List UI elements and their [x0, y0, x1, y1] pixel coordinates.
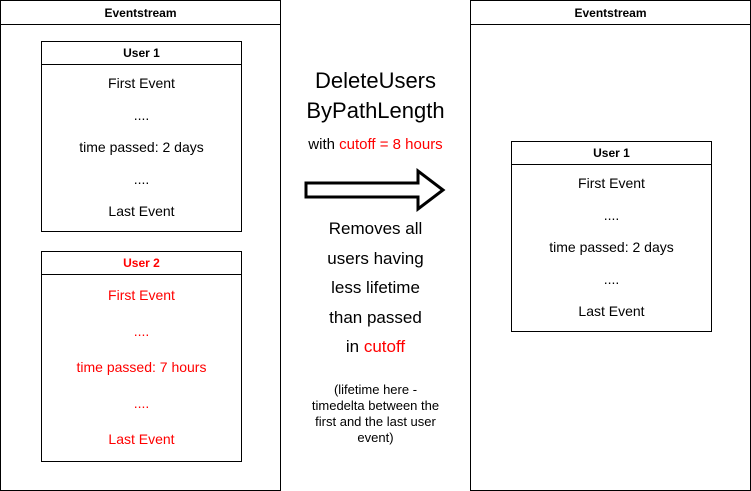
- left-user-2-card: User 2 First Event .... time passed: 7 h…: [41, 251, 242, 462]
- left-user-2-last-event: Last Event: [108, 431, 175, 447]
- description-last-prefix: in: [345, 337, 364, 356]
- note-line-4: event): [357, 430, 394, 445]
- cutoff-prefix: with: [308, 136, 340, 153]
- description-line-5: in cutoff: [281, 332, 470, 362]
- left-user-2-title: User 2: [42, 252, 241, 275]
- right-user-1-title: User 1: [512, 142, 711, 165]
- right-user-1-ellipsis-1: ....: [603, 207, 620, 223]
- left-user-1-ellipsis-1: ....: [133, 107, 150, 123]
- note-line-1: (lifetime here -: [333, 382, 418, 397]
- description-line-1: Removes all: [328, 219, 423, 238]
- right-eventstream: Eventstream User 1 First Event .... time…: [470, 0, 751, 491]
- left-user-1-events: First Event .... time passed: 2 days ...…: [42, 65, 241, 231]
- right-user-1-time-passed: time passed: 2 days: [549, 239, 674, 255]
- operation-name: DeleteUsers ByPathLength: [281, 66, 470, 126]
- left-user-1-first-event: First Event: [108, 75, 175, 91]
- operation-cutoff: with cutoff = 8 hours: [281, 136, 470, 153]
- operation-name-line-2: ByPathLength: [306, 98, 445, 123]
- lifetime-note: (lifetime here - timedelta between the f…: [281, 382, 470, 446]
- right-user-1-last-event: Last Event: [578, 303, 645, 319]
- right-user-1-events: First Event .... time passed: 2 days ...…: [512, 165, 711, 331]
- left-user-2-first-event: First Event: [108, 287, 175, 303]
- left-eventstream-title: Eventstream: [1, 1, 280, 25]
- left-user-2-time-passed: time passed: 7 hours: [76, 359, 207, 375]
- left-user-1-time-passed: time passed: 2 days: [79, 139, 204, 155]
- description-line-3: less lifetime: [331, 278, 420, 297]
- left-user-1-ellipsis-2: ....: [133, 171, 150, 187]
- description-line-4: than passed: [329, 307, 422, 327]
- right-eventstream-title: Eventstream: [471, 1, 750, 25]
- left-eventstream: Eventstream User 1 First Event .... time…: [0, 0, 281, 491]
- left-user-2-events: First Event .... time passed: 7 hours ..…: [42, 275, 241, 461]
- right-user-1-ellipsis-2: ....: [603, 271, 620, 287]
- right-arrow-icon: [304, 168, 446, 212]
- left-user-1-card: User 1 First Event .... time passed: 2 d…: [41, 41, 242, 232]
- left-user-1-last-event: Last Event: [108, 203, 175, 219]
- left-user-1-title: User 1: [42, 42, 241, 65]
- description-line-2: users having: [327, 248, 424, 268]
- right-user-1-first-event: First Event: [578, 175, 645, 191]
- note-line-3: first and the last user: [315, 414, 436, 429]
- left-user-2-ellipsis-1: ....: [133, 323, 150, 339]
- operation-name-line-1: DeleteUsers: [314, 68, 437, 93]
- description-cutoff: cutoff: [363, 337, 406, 356]
- right-user-1-card: User 1 First Event .... time passed: 2 d…: [511, 141, 712, 332]
- operation-description: Removes all users having less lifetime t…: [281, 214, 470, 362]
- note-line-2: timedelta between the: [311, 398, 440, 413]
- left-user-2-ellipsis-2: ....: [133, 395, 150, 411]
- cutoff-value: cutoff = 8 hours: [339, 136, 443, 153]
